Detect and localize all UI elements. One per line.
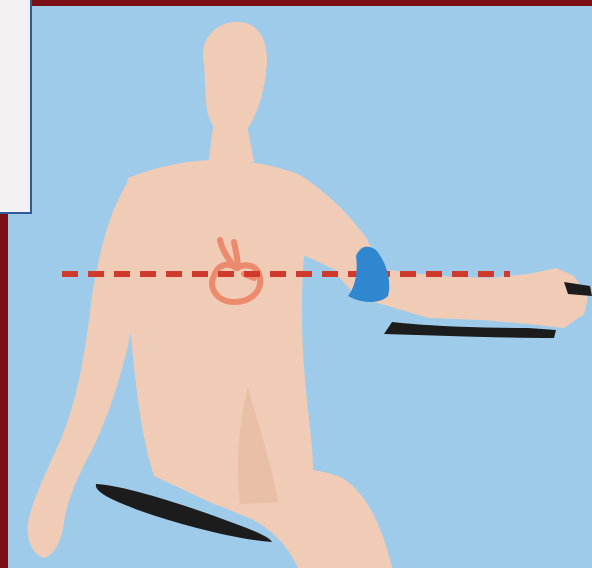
thigh: [188, 467, 392, 568]
neck: [208, 120, 254, 166]
illustration-scene: [8, 6, 592, 568]
corner-panel: [0, 0, 32, 214]
head: [203, 22, 267, 135]
blood-pressure-illustration: [8, 6, 592, 568]
arm-support-surface: [384, 322, 556, 338]
